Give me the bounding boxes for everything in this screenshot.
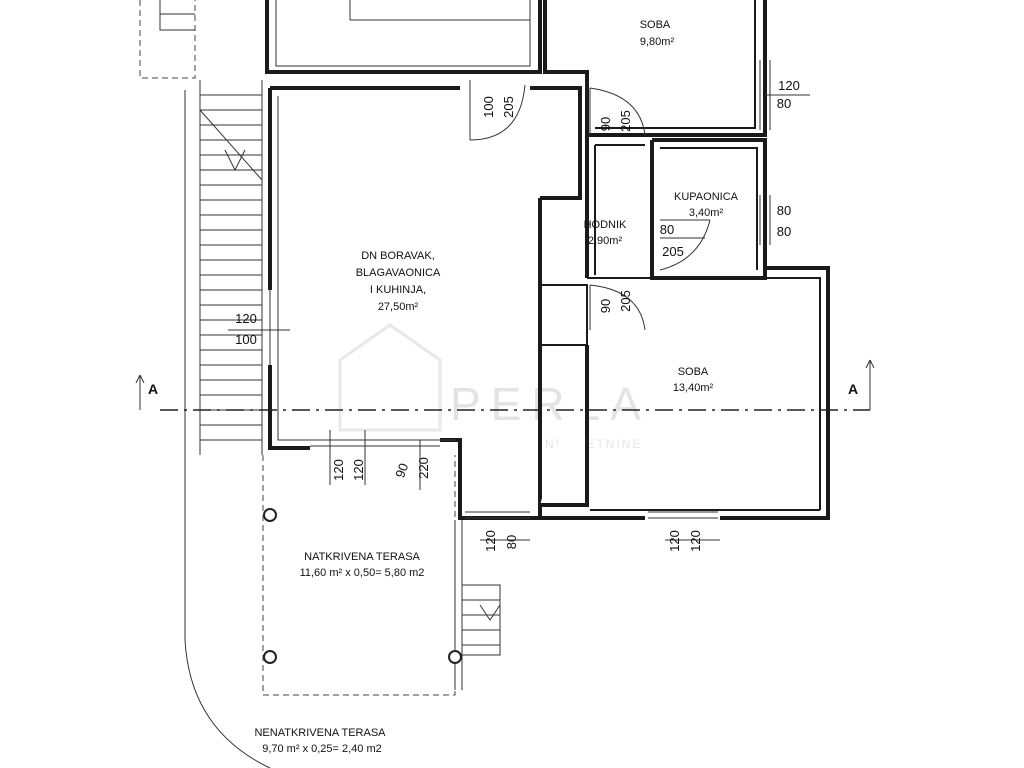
staircase-top	[139, 0, 196, 79]
wall-boravak	[268, 86, 582, 520]
watermark-brand: PERLA	[450, 378, 651, 430]
section-line: A A	[135, 359, 875, 411]
dim-door: 220	[416, 457, 431, 479]
dim-window: 120	[235, 311, 257, 326]
door-kupaonica	[659, 219, 711, 271]
room-name: KUPAONICA	[674, 191, 739, 203]
window-living	[310, 439, 440, 447]
dim-window: 120	[688, 530, 703, 552]
label-nenatkrivena: NENATKRIVENA TERASA 9,70 m² x 0,25= 2,40…	[254, 727, 386, 755]
wall-upper-room	[265, 0, 542, 74]
terrace-steps	[462, 584, 501, 656]
label-natkrivena: NATKRIVENA TERASA 11,60 m² x 0,50= 5,80 …	[300, 551, 425, 579]
dim-window: 120	[351, 459, 366, 481]
label-kupaonica: KUPAONICA 3,40m²	[674, 191, 739, 219]
dim-window: 80	[777, 224, 791, 239]
room-name: HODNIK	[584, 219, 627, 231]
dim-door: 205	[618, 110, 633, 132]
watermark-house-icon	[338, 323, 442, 432]
wall-soba-top	[543, 0, 767, 137]
room-name-line2: BLAGAVAONICA	[356, 267, 441, 279]
room-area: 2,90m²	[588, 235, 623, 247]
dim-door: 90	[392, 461, 411, 480]
watermark: PERLA NEKRETNINE	[338, 323, 651, 451]
section-marker-right: A	[848, 381, 858, 397]
dim-door: 205	[501, 96, 516, 118]
label-soba-top: SOBA 9,80m²	[640, 19, 675, 48]
room-name-line3: I KUHINJA,	[370, 284, 426, 296]
door-boravak	[469, 80, 526, 141]
room-area: 9,80m²	[640, 36, 675, 48]
label-soba-main: SOBA 13,40m²	[673, 366, 714, 394]
terrace-area-calc: 11,60 m² x 0,50= 5,80 m2	[300, 567, 425, 579]
section-marker-left: A	[148, 381, 158, 397]
dim-window: 80	[777, 203, 791, 218]
dim-door: 205	[662, 244, 684, 259]
room-area: 27,50m²	[378, 301, 419, 313]
dim-door: 100	[481, 96, 496, 118]
room-name-line1: DN BORAVAK,	[361, 250, 435, 262]
dim-door: 205	[618, 290, 633, 312]
terrace-covered	[262, 455, 463, 696]
window-soba-main	[648, 511, 718, 519]
terrace-name: NENATKRIVENA TERASA	[254, 727, 386, 739]
door-soba-main	[589, 284, 646, 331]
dim-window: 120	[331, 459, 346, 481]
room-area: 13,40m²	[673, 382, 714, 394]
terrace-area-calc: 9,70 m² x 0,25= 2,40 m2	[262, 743, 382, 755]
dim-window: 100	[235, 332, 257, 347]
dim-window: 80	[777, 96, 791, 111]
dim-door: 80	[660, 222, 674, 237]
dim-window: 120	[483, 530, 498, 552]
wall-soba-main	[540, 345, 828, 520]
dim-door: 90	[598, 117, 613, 131]
room-name: SOBA	[678, 366, 709, 378]
dim-window: 120	[667, 530, 682, 552]
label-hodnik: HODNIK 2,90m²	[584, 219, 627, 247]
staircase-left	[184, 80, 271, 768]
dim-door: 90	[598, 299, 613, 313]
door-soba-top	[589, 87, 646, 136]
dim-window: 120	[778, 78, 800, 93]
dimensions: 120 80 100 205 90 205 80 80 80 205 90 20…	[235, 78, 800, 552]
room-name: SOBA	[640, 19, 671, 31]
window-kupaonica	[759, 195, 771, 245]
label-boravak: DN BORAVAK, BLAGAVAONICA I KUHINJA, 27,5…	[356, 250, 441, 313]
window-left	[261, 290, 271, 365]
dim-window: 80	[504, 535, 519, 549]
room-area: 3,40m²	[689, 207, 724, 219]
terrace-name: NATKRIVENA TERASA	[304, 551, 420, 563]
window-living-right	[465, 511, 530, 519]
